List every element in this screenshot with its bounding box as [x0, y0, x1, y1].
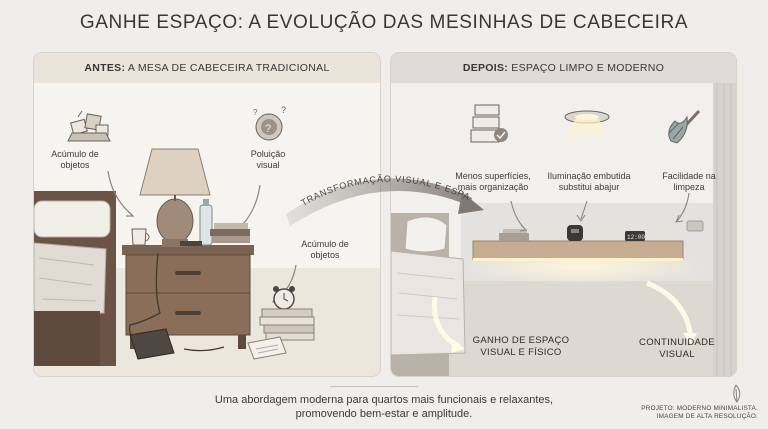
- label-visual-pollution: Poluição visual: [250, 149, 286, 170]
- leaf-logo-icon: [733, 384, 741, 403]
- svg-text:?: ?: [265, 123, 271, 135]
- before-heading-bold: ANTES:: [84, 62, 126, 74]
- before-heading: ANTES: A MESA DE CABECEIRA TRADICIONAL: [34, 53, 380, 83]
- before-illustration: ? ? ?: [34, 105, 380, 376]
- footnote-line2: IMAGEM DE ALTA RESOLUÇÃO.: [656, 413, 758, 420]
- label-built-in-lighting: Iluminação embutida substitui abajur: [547, 171, 631, 192]
- after-panel: 12:00: [390, 52, 737, 377]
- bed-before: [34, 191, 116, 366]
- stacked-boxes-check-icon: [470, 104, 508, 143]
- footnote-line1: PROJETO: MODERNO MINIMALISTA.: [641, 405, 758, 412]
- after-heading-rest: ESPAÇO LIMPO E MODERNO: [508, 62, 665, 74]
- nightstand: [122, 245, 254, 349]
- table-lamp: [139, 148, 211, 247]
- before-heading-rest: A MESA DE CABECEIRA TRADICIONAL: [125, 62, 330, 74]
- svg-text:?: ?: [281, 105, 286, 115]
- caption: Uma abordagem moderna para quartos mais …: [214, 394, 554, 420]
- footnote: PROJETO: MODERNO MINIMALISTA. IMAGEM DE …: [641, 405, 758, 421]
- bed-after: [391, 213, 466, 376]
- caption-divider: [330, 386, 418, 387]
- shelf-clock-display: 12:00: [627, 234, 645, 241]
- ceiling-light-icon: [563, 110, 611, 145]
- after-illustration: 12:00: [391, 83, 736, 376]
- label-fewer-surfaces: Menos superfícies, mais organização: [455, 171, 531, 192]
- alarm-clock: [273, 286, 295, 310]
- after-heading-bold: DEPOIS:: [462, 62, 509, 74]
- page-title: GANHE ESPAÇO: A EVOLUÇÃO DAS MESINHAS DE…: [79, 12, 689, 33]
- svg-text:?: ?: [253, 108, 258, 117]
- label-clutter-right: Acúmulo de objetos: [301, 239, 349, 260]
- result-visual-continuity: CONTINUIDADE VISUAL: [639, 337, 715, 360]
- before-panel: ? ? ?: [33, 52, 381, 377]
- after-heading: DEPOIS: ESPAÇO LIMPO E MODERNO: [391, 53, 736, 83]
- label-clutter-top: Acúmulo de objetos: [51, 149, 99, 170]
- question-cloud-icon: ? ? ?: [253, 105, 286, 141]
- clutter-pile-icon: [67, 110, 111, 142]
- result-space-gain: GANHO DE ESPAÇO VISUAL E FÍSICO: [472, 335, 570, 358]
- feather-duster-icon: [668, 109, 701, 144]
- label-easy-cleaning: Facilidade na limpeza: [662, 171, 716, 192]
- floating-shelf: 12:00: [472, 225, 684, 261]
